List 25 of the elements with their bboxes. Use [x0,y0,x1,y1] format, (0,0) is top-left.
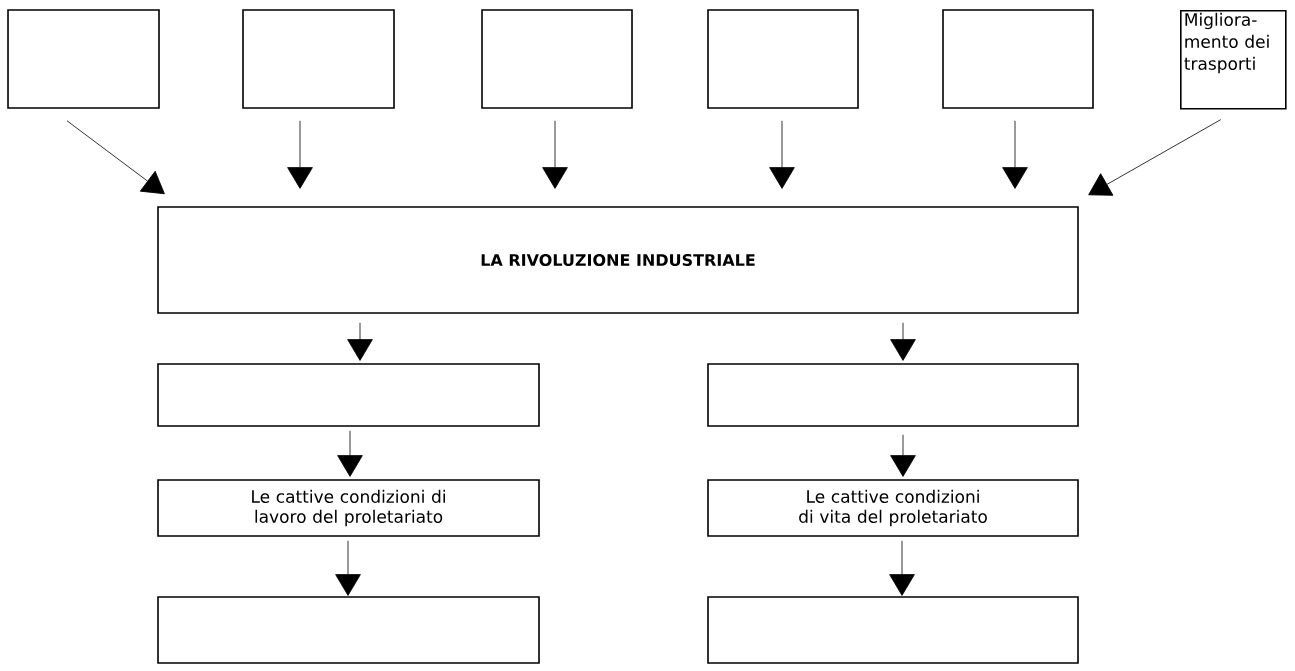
arrow [66,120,165,195]
text-box: Le cattive condizioni di vita del proletariato [707,479,1079,537]
arrow [769,120,795,189]
text-box: Migliora- mento dei trasporti [1180,10,1287,110]
arrow [1002,120,1028,189]
arrow [890,322,916,361]
arrow [889,540,915,596]
empty-box [707,9,859,109]
title-box: LA RIVOLUZIONE INDUSTRIALE [157,206,1079,314]
arrow [287,120,313,189]
arrow [890,434,916,477]
arrow [337,430,363,477]
arrow [542,120,568,189]
arrow [1088,119,1222,196]
empty-box [242,9,395,109]
empty-box [157,363,540,427]
empty-box [7,9,160,109]
arrow [335,540,361,596]
empty-box [481,9,633,109]
arrow [347,322,373,361]
text-box: Le cattive condizioni di lavoro del proletariato [157,479,540,537]
empty-box [707,596,1079,664]
empty-box [707,363,1079,427]
empty-box [942,9,1094,109]
empty-box [157,596,540,664]
